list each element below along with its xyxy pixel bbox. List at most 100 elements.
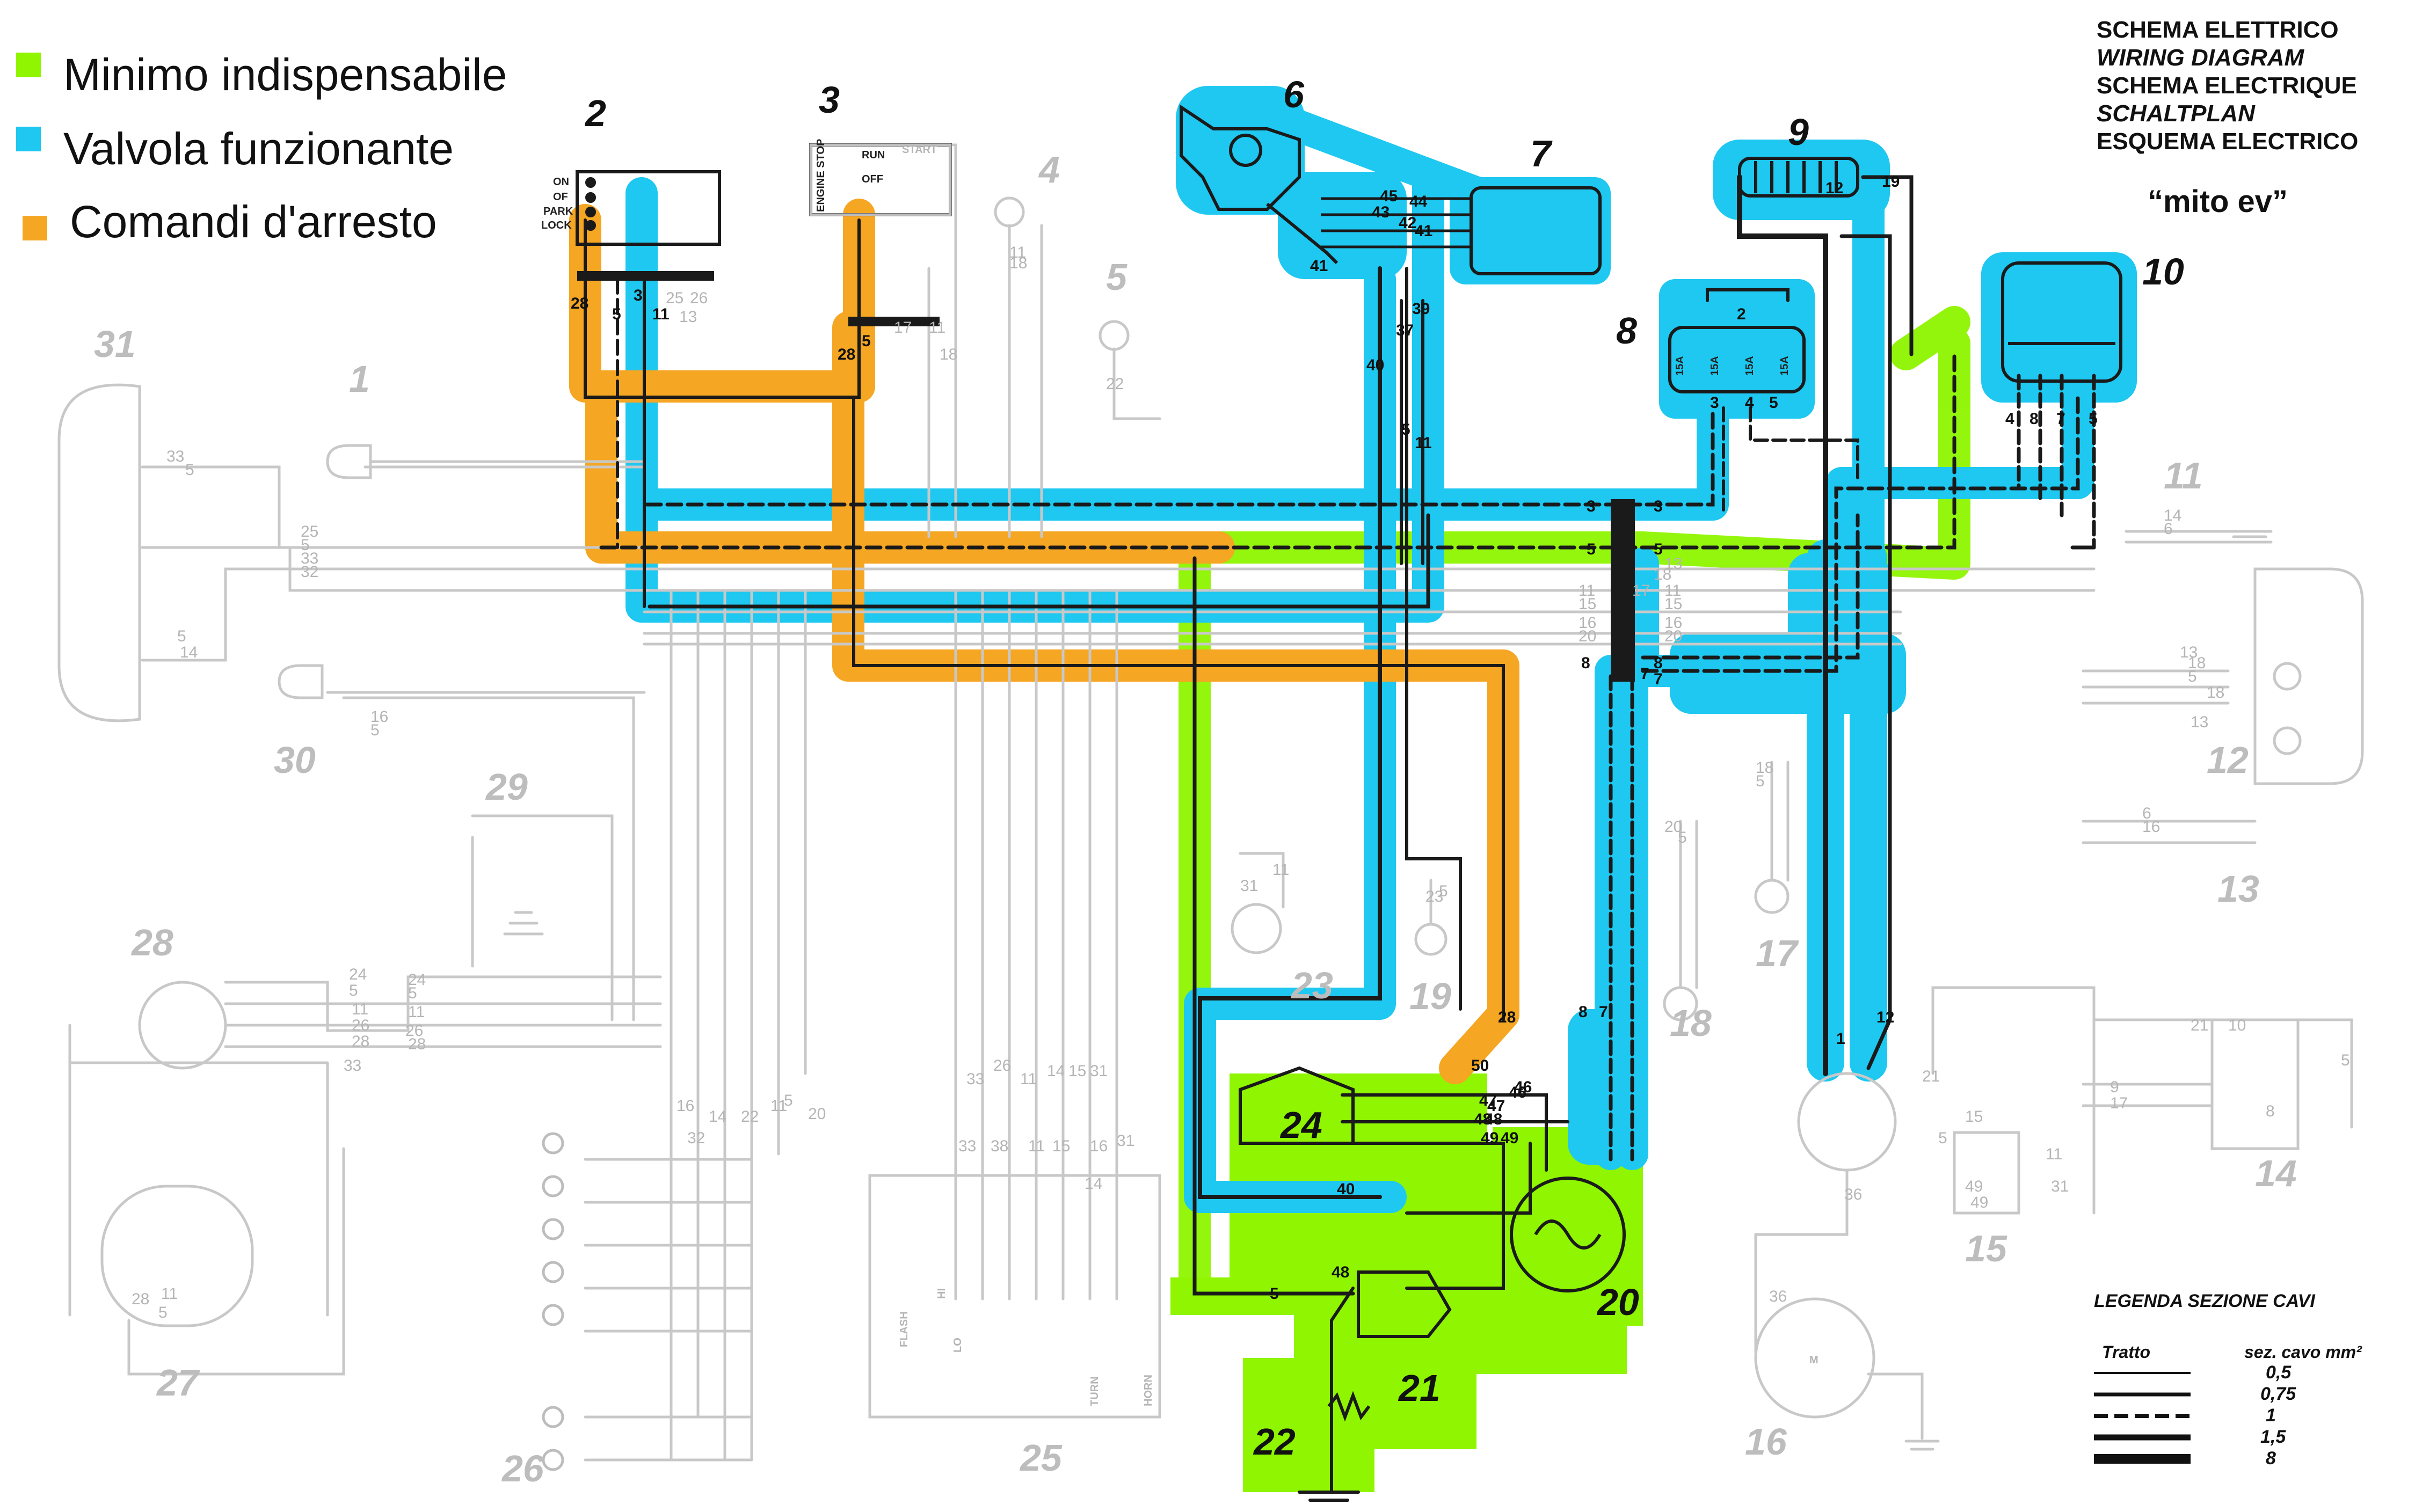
wire-number-5: 5 bbox=[370, 721, 380, 739]
alternator bbox=[1510, 1177, 1626, 1292]
wire-number-11: 11 bbox=[1415, 434, 1432, 452]
ignition-coil bbox=[1738, 157, 1859, 198]
wire-number-26: 26 bbox=[352, 1017, 369, 1034]
wire-number-16: 16 bbox=[1579, 614, 1596, 632]
title-line-en: WIRING DIAGRAM bbox=[2097, 45, 2305, 71]
wire-number-24: 24 bbox=[349, 966, 367, 983]
wire-number-1: 1 bbox=[1836, 1030, 1845, 1048]
legend-label-valvola: Valvola funzionante bbox=[63, 123, 454, 174]
component-number-21: 21 bbox=[1398, 1367, 1441, 1409]
bus-28-upper bbox=[584, 218, 861, 399]
wire-number-40: 40 bbox=[1366, 356, 1384, 374]
component-number-31: 31 bbox=[94, 323, 136, 365]
wire-number-22: 22 bbox=[1106, 375, 1124, 393]
component-number-19: 19 bbox=[1409, 975, 1451, 1017]
voltage-regulator bbox=[2001, 261, 2122, 383]
wire-number-50: 50 bbox=[1471, 1057, 1489, 1075]
wire-number-5: 5 bbox=[1756, 772, 1765, 790]
title-line-es: ESQUEMA ELECTRICO bbox=[2097, 128, 2358, 155]
wire-number-13: 13 bbox=[1664, 555, 1682, 573]
wire-number-5: 5 bbox=[1401, 421, 1410, 439]
wire-number-44: 44 bbox=[1409, 193, 1428, 210]
wire-number-5: 5 bbox=[1270, 1285, 1279, 1303]
wire-number-14: 14 bbox=[2164, 507, 2181, 524]
cable-key-val-3: 1,5 bbox=[2260, 1427, 2286, 1447]
wire-number-33: 33 bbox=[966, 1070, 984, 1088]
cable-key-title: LEGENDA SEZIONE CAVI bbox=[2094, 1291, 2316, 1311]
wire-number-5: 5 bbox=[862, 332, 871, 350]
component-number-25: 25 bbox=[1019, 1437, 1063, 1479]
bus-5 bbox=[599, 352, 1956, 550]
component-number-27: 27 bbox=[156, 1362, 200, 1404]
legend-label-minimo: Minimo indispensabile bbox=[63, 49, 507, 100]
wire-number-49: 49 bbox=[1970, 1194, 1988, 1211]
cable-key-val-1: 0,75 bbox=[2260, 1384, 2296, 1404]
title-line-it: SCHEMA ELETTRICO bbox=[2097, 17, 2339, 43]
component-number-18: 18 bbox=[1670, 1002, 1712, 1044]
control-module bbox=[1470, 186, 1602, 275]
wire-number-9: 9 bbox=[2110, 1078, 2119, 1096]
fuse-label-1: 15A bbox=[1674, 356, 1686, 376]
wire-number-16: 16 bbox=[1664, 614, 1682, 632]
wire-number-7: 7 bbox=[2056, 410, 2065, 428]
wire-number-11: 11 bbox=[1028, 1137, 1045, 1155]
wire-number-10: 10 bbox=[2228, 1017, 2246, 1034]
gray-wiring bbox=[57, 143, 2364, 1462]
wire-number-23: 23 bbox=[1425, 888, 1443, 905]
wire-number-28: 28 bbox=[838, 346, 855, 363]
ign-park: PARK bbox=[543, 206, 573, 217]
component-number-11: 11 bbox=[2164, 455, 2203, 496]
wire-number-42: 42 bbox=[1399, 214, 1416, 232]
wire-number-32: 32 bbox=[301, 563, 318, 581]
wire-number-28: 28 bbox=[571, 295, 588, 312]
wire-number-28: 28 bbox=[132, 1290, 149, 1308]
component-number-5: 5 bbox=[1106, 256, 1128, 298]
wire-number-16: 16 bbox=[677, 1097, 694, 1115]
wire-number-11: 11 bbox=[352, 1000, 368, 1018]
spark-plug bbox=[1327, 1391, 1371, 1422]
wire-number-18: 18 bbox=[940, 346, 957, 363]
wire-number-19: 19 bbox=[1882, 173, 1900, 191]
engine-stop-label: ENGINE STOP bbox=[815, 139, 827, 212]
component-number-30: 30 bbox=[274, 739, 316, 781]
legend-swatch-comandi bbox=[23, 216, 47, 240]
wire-number-8: 8 bbox=[2266, 1102, 2275, 1120]
component-number-3: 3 bbox=[819, 79, 840, 121]
wire-number-11: 11 bbox=[929, 319, 945, 337]
legend-label-comandi: Comandi d'arresto bbox=[70, 196, 437, 247]
fuse-box bbox=[1668, 326, 1806, 393]
wire-number-5: 5 bbox=[349, 982, 358, 999]
wire-number-11: 11 bbox=[2046, 1145, 2062, 1163]
component-number-22: 22 bbox=[1253, 1421, 1296, 1463]
wire-number-31: 31 bbox=[1117, 1132, 1134, 1150]
wire-number-31: 31 bbox=[1240, 877, 1258, 895]
wire-number-5: 5 bbox=[185, 461, 194, 479]
wire-number-26: 26 bbox=[993, 1057, 1011, 1075]
lo-label: LO bbox=[952, 1338, 964, 1353]
wire-number-33: 33 bbox=[344, 1057, 361, 1075]
wire-number-45: 45 bbox=[1380, 187, 1398, 205]
wire-number-25: 25 bbox=[666, 289, 683, 307]
model-name: “mito ev” bbox=[2148, 184, 2288, 219]
wire-number-8: 8 bbox=[1579, 1003, 1588, 1021]
wire-number-26: 26 bbox=[690, 289, 708, 307]
component-number-23: 23 bbox=[1290, 965, 1333, 1006]
wire-number-18: 18 bbox=[1756, 759, 1773, 777]
wire-number-12: 12 bbox=[1825, 179, 1843, 197]
wire-number-15: 15 bbox=[1579, 595, 1596, 613]
wire-number-49: 49 bbox=[1481, 1129, 1499, 1147]
wire-number-48: 48 bbox=[1485, 1111, 1502, 1128]
wire-number-11: 11 bbox=[1664, 582, 1681, 600]
component-number-10: 10 bbox=[2142, 251, 2184, 293]
wire-number-8: 8 bbox=[2030, 410, 2039, 428]
main-wiring bbox=[584, 174, 2096, 1502]
wire-number-48: 48 bbox=[1474, 1111, 1492, 1128]
wire-number-13: 13 bbox=[679, 308, 697, 326]
title-line-fr: SCHEMA ELECTRIQUE bbox=[2097, 72, 2357, 99]
component-number-17: 17 bbox=[1756, 932, 1799, 974]
wire-number-3: 3 bbox=[634, 287, 643, 304]
wire-number-8: 8 bbox=[1654, 654, 1663, 672]
component-number-29: 29 bbox=[485, 766, 528, 808]
wire-number-18: 18 bbox=[1654, 566, 1671, 583]
